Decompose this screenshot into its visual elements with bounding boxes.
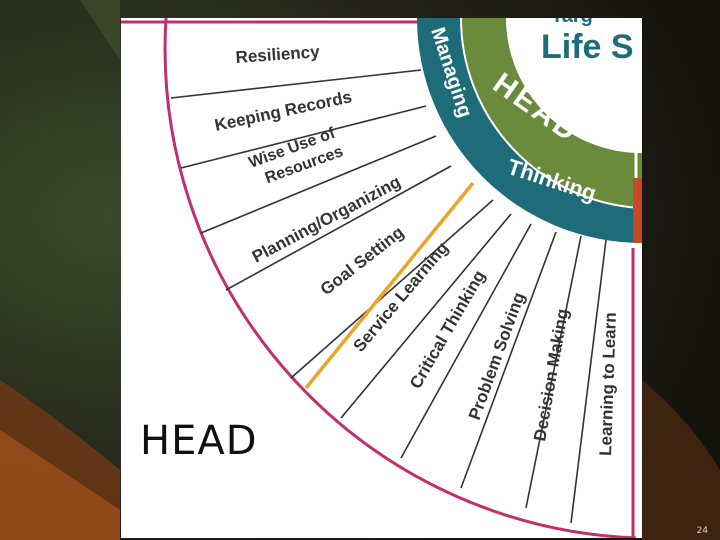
hub-title: Life S (541, 28, 634, 66)
teal-band (417, 18, 642, 243)
hub (506, 18, 642, 154)
wheel-diagram: Life S Targ HEAD Managing Thinking Resil… (121, 18, 642, 538)
skill-problem-solving: Problem Solving (465, 290, 529, 423)
slide-caption: HEAD (140, 418, 258, 464)
managing-skills: Resiliency Keeping Records Wise Use ofRe… (213, 42, 407, 299)
hub-title-partial: Targ (551, 18, 593, 27)
skill-wise-use-of-resources: Wise Use ofResources (247, 124, 346, 190)
skill-decision-making: Decision Making (530, 307, 572, 442)
skill-learning-to-learn: Learning to Learn (596, 312, 620, 456)
red-accent (633, 178, 642, 243)
section-divider (304, 181, 475, 390)
radial-dividers (170, 69, 607, 524)
skill-resiliency: Resiliency (235, 42, 321, 67)
head-wheel-figure: Life S Targ HEAD Managing Thinking Resil… (121, 18, 642, 538)
page-number: 24 (696, 526, 708, 536)
